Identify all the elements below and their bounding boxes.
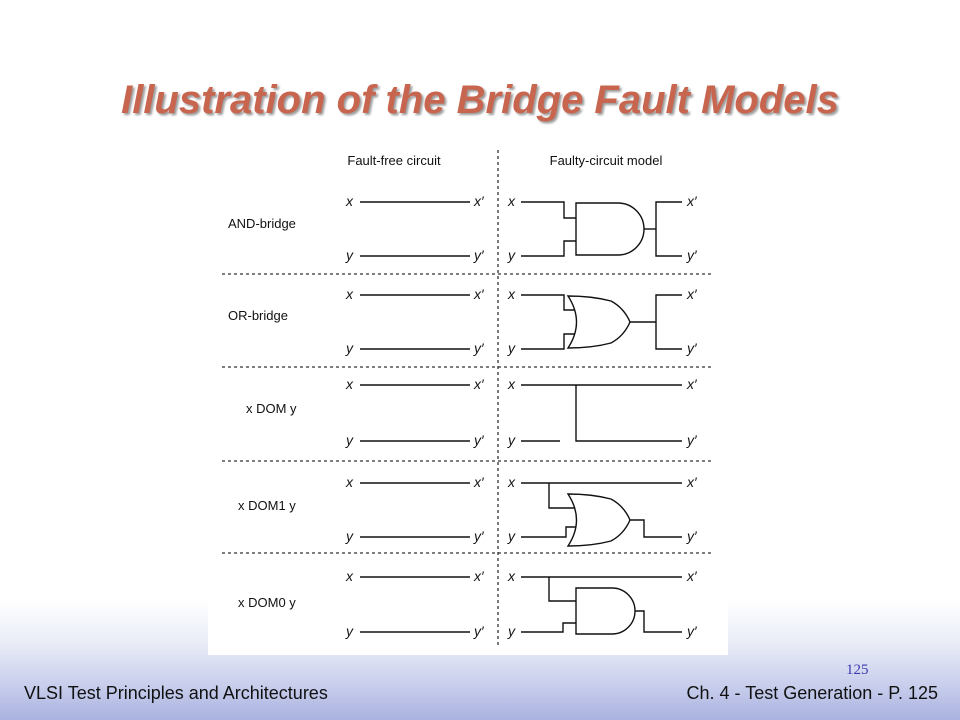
var-y-prime: y′: [686, 247, 698, 263]
var-y-prime: y′: [473, 528, 485, 544]
footer-chapter-page: Ch. 4 - Test Generation - P. 125: [686, 683, 938, 703]
var-y: y: [345, 528, 354, 544]
var-x-prime: x′: [473, 286, 485, 302]
header-fault-free: Fault-free circuit: [347, 153, 441, 168]
footer-course-title: VLSI Test Principles and Architectures: [24, 683, 328, 703]
var-x: x: [345, 193, 354, 209]
var-x: x: [507, 193, 516, 209]
var-x: x: [507, 286, 516, 302]
var-x: x: [507, 568, 516, 584]
row-x-dom0-y: x DOM0 y x x′ y y′ x y x′ y′: [238, 568, 698, 639]
header-faulty: Faulty-circuit model: [550, 153, 663, 168]
var-y: y: [507, 623, 516, 639]
var-x: x: [345, 376, 354, 392]
var-x: x: [345, 568, 354, 584]
var-x: x: [345, 286, 354, 302]
var-x-prime: x′: [473, 474, 485, 490]
var-y-prime: y′: [473, 340, 485, 356]
var-y: y: [345, 432, 354, 448]
var-y-prime: y′: [473, 432, 485, 448]
var-y: y: [507, 432, 516, 448]
var-y-prime: y′: [686, 340, 698, 356]
row-label: OR-bridge: [228, 308, 288, 323]
var-y: y: [507, 528, 516, 544]
var-y: y: [345, 247, 354, 263]
var-x-prime: x′: [473, 193, 485, 209]
var-y: y: [345, 623, 354, 639]
var-y: y: [507, 247, 516, 263]
bridge-fault-diagram: Fault-free circuit Faulty-circuit model …: [222, 150, 714, 645]
or-gate-icon: [566, 295, 631, 349]
row-label: x DOM1 y: [238, 498, 296, 513]
var-x-prime: x′: [686, 193, 698, 209]
var-y: y: [507, 340, 516, 356]
var-y-prime: y′: [473, 247, 485, 263]
var-x: x: [507, 376, 516, 392]
var-x-prime: x′: [473, 376, 485, 392]
var-x: x: [345, 474, 354, 490]
var-x-prime: x′: [686, 568, 698, 584]
row-label: AND-bridge: [228, 216, 296, 231]
row-and-bridge: AND-bridge x x′ y y′ x y x′ y′: [228, 193, 698, 263]
var-x-prime: x′: [686, 474, 698, 490]
var-y-prime: y′: [686, 528, 698, 544]
bridge-fault-figure: Fault-free circuit Faulty-circuit model …: [208, 145, 728, 655]
var-x-prime: x′: [686, 286, 698, 302]
row-x-dom1-y: x DOM1 y x x′ y y′ x y x′ y′: [238, 474, 698, 547]
and-gate-icon: [575, 202, 645, 256]
var-y-prime: y′: [473, 623, 485, 639]
or-gate-icon: [566, 493, 631, 547]
slide-page-number: 125: [846, 662, 869, 678]
var-x-prime: x′: [473, 568, 485, 584]
slide-title: Illustration of the Bridge Fault Models: [121, 78, 839, 122]
var-y-prime: y′: [686, 432, 698, 448]
row-or-bridge: OR-bridge x x′ y y′ x y x′ y′: [228, 286, 698, 356]
row-x-dom-y: x DOM y x x′ y y′ x y x′ y′: [246, 376, 698, 448]
var-y-prime: y′: [686, 623, 698, 639]
var-x-prime: x′: [686, 376, 698, 392]
var-x: x: [507, 474, 516, 490]
var-y: y: [345, 340, 354, 356]
row-label: x DOM0 y: [238, 595, 296, 610]
row-label: x DOM y: [246, 401, 297, 416]
and-gate-icon: [575, 587, 636, 635]
